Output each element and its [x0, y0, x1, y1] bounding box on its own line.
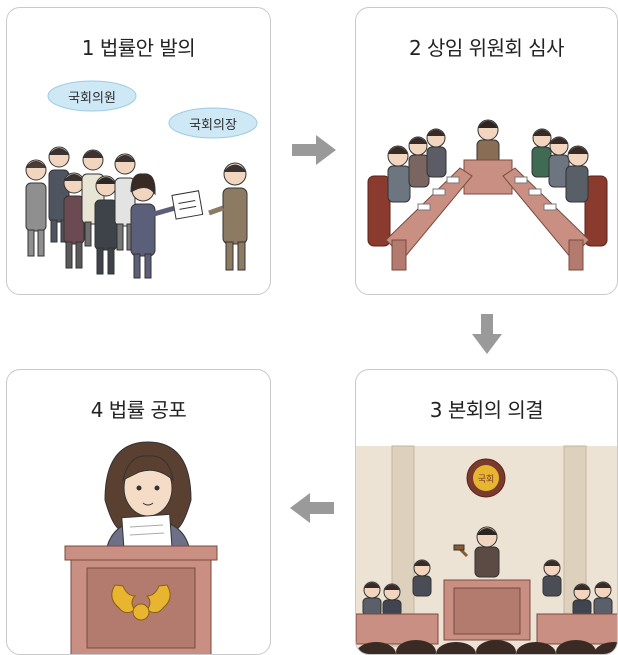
assembly-staff: [362, 559, 613, 617]
step-1-title: 1 법률안 발의: [81, 36, 196, 60]
step-2-title: 2 상임 위원회 심사: [408, 36, 565, 60]
committee-review-illustration: [367, 119, 608, 271]
bubble-speaker: [168, 107, 258, 139]
step-3-title: 3 본회의 의결: [429, 398, 544, 422]
bubble-lawmaker-text: 국회의원: [68, 91, 116, 106]
podium: [64, 545, 218, 654]
arrow-down-icon: [472, 314, 502, 354]
step-4-title: 4 법률 공포: [90, 398, 187, 422]
lawmaker-group: [25, 146, 176, 279]
step-4-card: 4 법률 공포: [6, 369, 271, 655]
assembly-emblem-icon: 국회: [466, 458, 506, 498]
arrow-left-icon: [290, 493, 334, 523]
committee-chairs: [367, 175, 608, 247]
speaker-figure: [208, 162, 248, 271]
arrow-right-icon: [292, 135, 336, 165]
bill-proposal-illustration: 국회의원 국회의장: [25, 80, 258, 279]
bubble-lawmaker: [47, 80, 137, 112]
law-promulgation-illustration: [64, 441, 218, 654]
assembly-emblem-text: 국회: [478, 474, 495, 485]
step-1-card: 1 법률안 발의 국회의원 국회의장: [6, 7, 271, 295]
step-2-card: 2 상임 위원회 심사: [355, 7, 618, 295]
assembly-speaker-figure: [453, 526, 500, 578]
audience-heads: [356, 640, 617, 654]
phoenix-emblem-icon: [111, 584, 171, 621]
bubble-speaker-text: 국회의장: [189, 118, 237, 133]
plenary-vote-illustration: 국회: [356, 445, 617, 654]
committee-members: [387, 119, 589, 203]
bill-document: [171, 190, 204, 220]
step-3-card: 3 본회의 의결 국회: [355, 369, 618, 655]
president-figure: [104, 441, 192, 561]
